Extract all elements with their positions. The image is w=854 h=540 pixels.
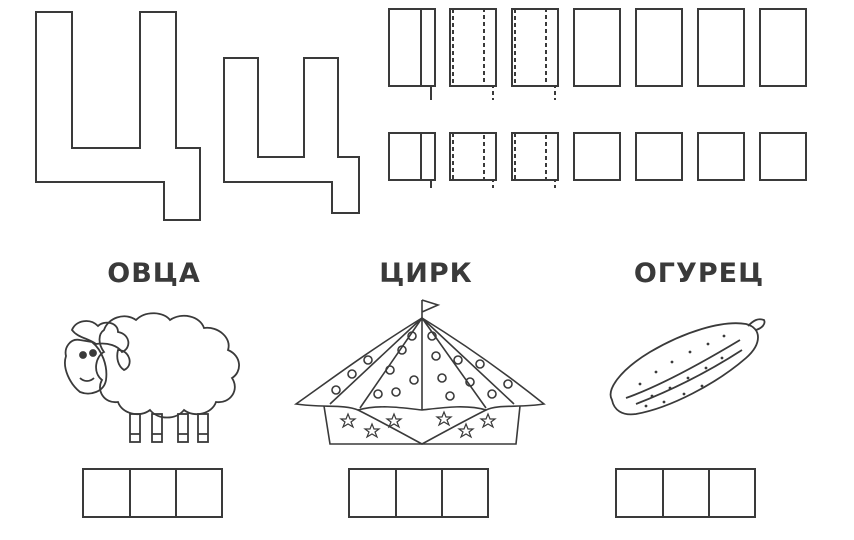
letter-box[interactable] (395, 468, 443, 518)
tracing-cell[interactable] (573, 132, 621, 181)
tracing-guide (514, 133, 556, 188)
circus-tent-icon (293, 299, 546, 445)
tracing-guide (388, 9, 432, 100)
letter-box[interactable] (441, 468, 489, 518)
tracing-row-lowercase (388, 132, 807, 188)
word-label: ОВЦА (107, 258, 201, 289)
tracing-cell[interactable] (388, 8, 436, 87)
tracing-guide (452, 9, 494, 100)
letter-box[interactable] (348, 468, 397, 518)
tracing-cell[interactable] (697, 8, 745, 87)
letter-box[interactable] (175, 468, 223, 518)
letter-boxes-ovtsa (82, 468, 223, 518)
outline-letter-lowercase (223, 57, 360, 214)
letter-boxes-tsirk (348, 468, 489, 518)
letter-boxes-ogurets (615, 468, 756, 518)
cucumber-icon (609, 318, 766, 416)
tracing-cell[interactable] (697, 132, 745, 181)
tracing-cell[interactable] (511, 132, 559, 181)
letter-box[interactable] (708, 468, 756, 518)
tracing-cell[interactable] (759, 132, 807, 181)
tracing-row-uppercase (388, 8, 807, 100)
tracing-guide (514, 9, 556, 100)
sheep-icon (64, 312, 240, 443)
tracing-cell[interactable] (635, 8, 683, 87)
outline-letter-uppercase (35, 11, 201, 221)
tracing-cell[interactable] (511, 8, 559, 87)
tracing-guide (452, 133, 494, 188)
letter-box[interactable] (662, 468, 710, 518)
tracing-cell[interactable] (573, 8, 621, 87)
word-label: ОГУРЕЦ (633, 258, 765, 289)
word-label: ЦИРК (379, 258, 473, 289)
tracing-cell[interactable] (635, 132, 683, 181)
tracing-cell[interactable] (759, 8, 807, 87)
letter-box[interactable] (615, 468, 664, 518)
tracing-cell[interactable] (388, 132, 436, 181)
letter-box[interactable] (82, 468, 131, 518)
letter-box[interactable] (129, 468, 177, 518)
tracing-guide (388, 133, 432, 188)
tracing-cell[interactable] (449, 8, 497, 87)
tracing-cell[interactable] (449, 132, 497, 181)
